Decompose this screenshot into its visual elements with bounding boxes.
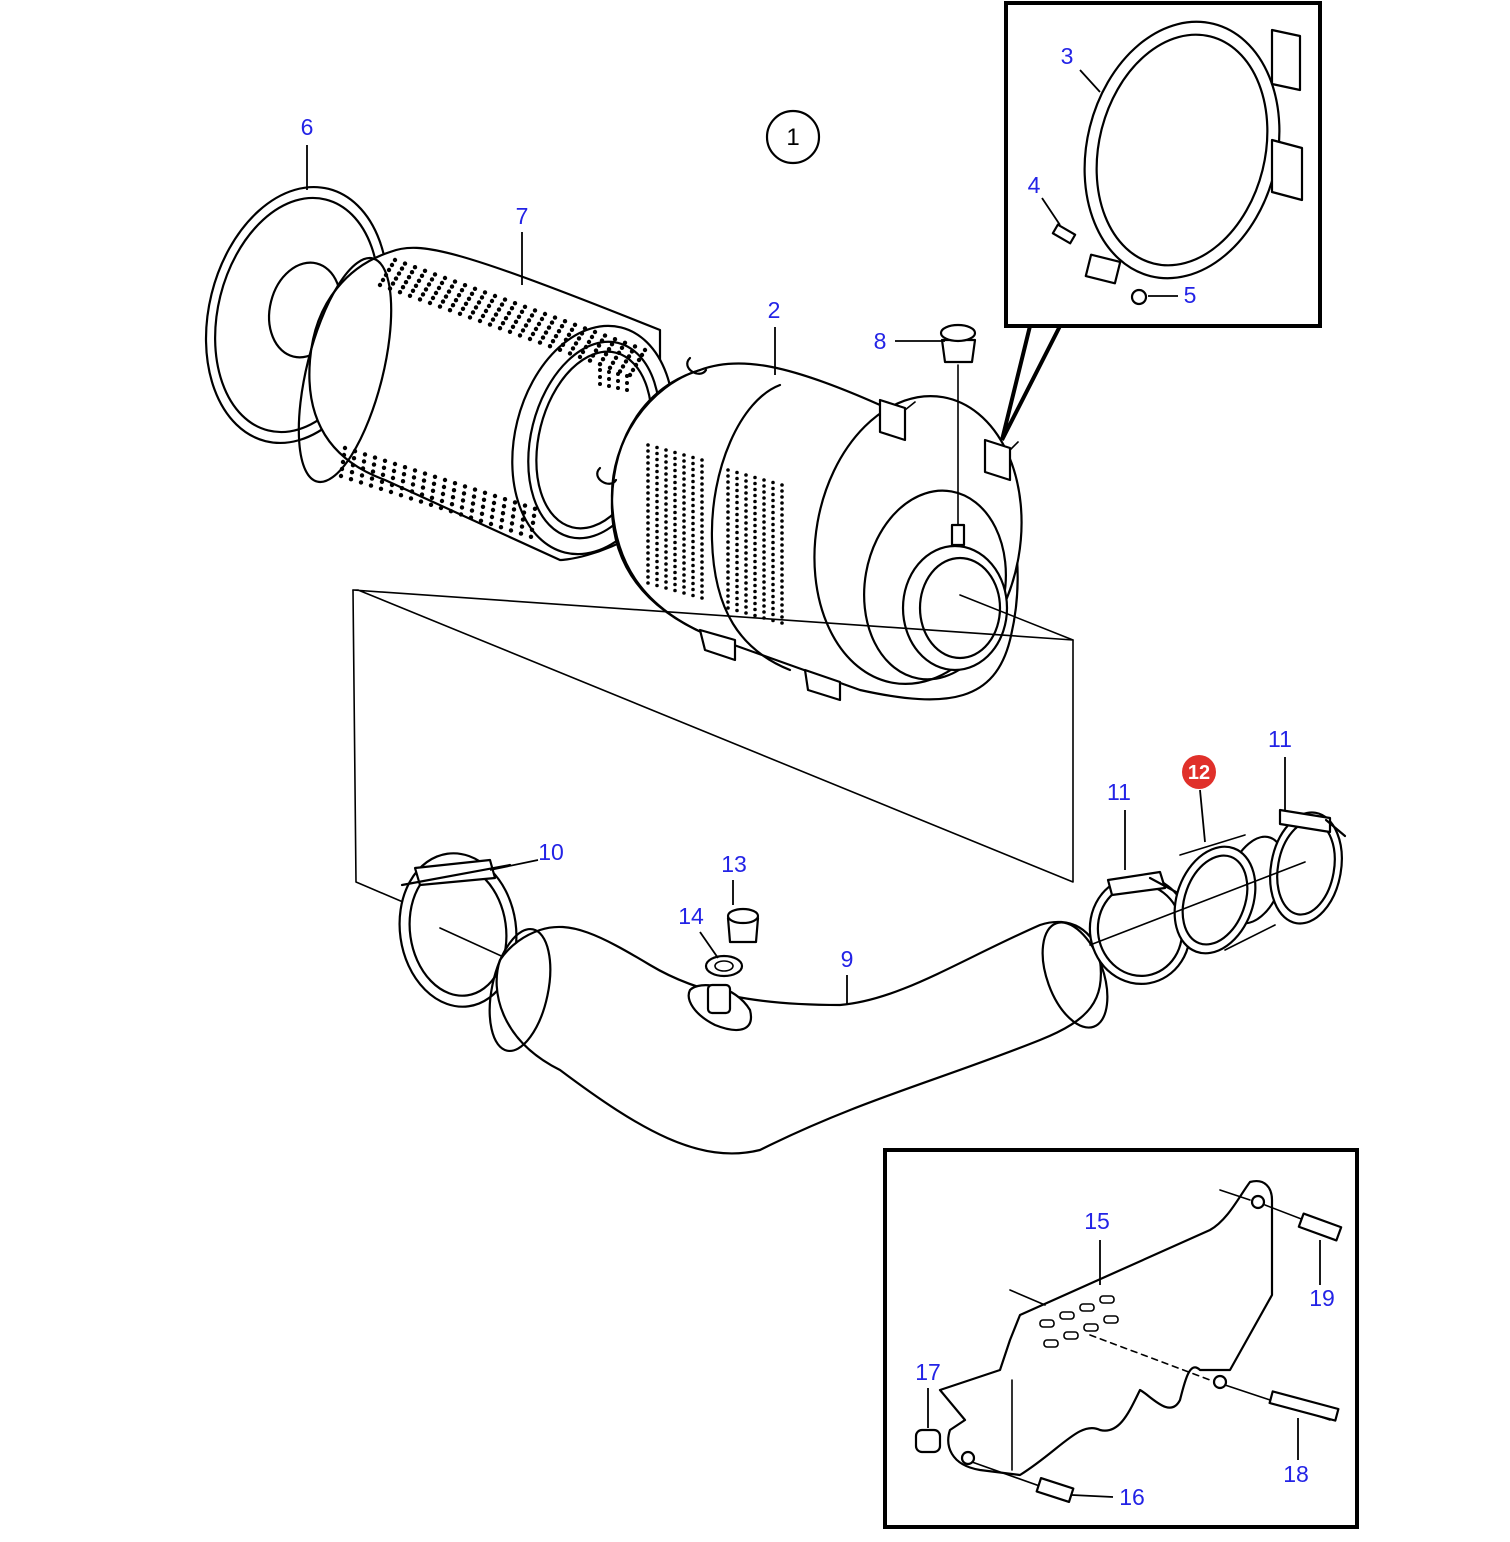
- part-11-clamp-right: [1269, 808, 1347, 925]
- part-14-clip: [704, 954, 744, 978]
- part-9-hose: [488, 920, 1109, 1155]
- axis-line: [1089, 861, 1306, 946]
- callout-5: 5: [1184, 282, 1197, 308]
- callout-15: 15: [1084, 1208, 1110, 1234]
- callout-numbers: 1 2 3 4 5 6 7 8 9 10 11 11 12 13 14 15 1…: [301, 43, 1335, 1510]
- callout-14: 14: [678, 903, 704, 929]
- assembly-ref-circle: [765, 109, 821, 165]
- callout-7: 7: [516, 203, 529, 229]
- callout-9: 9: [841, 946, 854, 972]
- callout-12: 12: [1188, 762, 1210, 784]
- filter-perforation: [338, 257, 648, 539]
- callout-10: 10: [538, 839, 564, 865]
- housing-perforation: [646, 443, 784, 625]
- callout-16: 16: [1119, 1484, 1145, 1510]
- part-13-cap: [726, 907, 760, 944]
- callout-12-highlight: [1182, 755, 1216, 789]
- callout-3: 3: [1061, 43, 1074, 69]
- assembly-ref-label: 1: [786, 124, 799, 151]
- callout-13: 13: [721, 851, 747, 877]
- part-11-clamp-left: [1088, 870, 1192, 985]
- explosion-guide-lines: [352, 589, 1074, 906]
- callout-4: 4: [1028, 172, 1041, 198]
- inset-bracket-detail: [883, 1148, 1359, 1529]
- part-10-clamp: [398, 852, 518, 1008]
- callout-11-right: 11: [1268, 726, 1292, 752]
- callout-18: 18: [1283, 1461, 1309, 1487]
- inset-clamp-detail: [1000, 1, 1322, 441]
- callout-11-left: 11: [1107, 779, 1131, 805]
- callout-6: 6: [301, 114, 314, 140]
- bracket-slots: [1039, 1295, 1119, 1348]
- callout-19: 19: [1309, 1285, 1335, 1311]
- callout-leaders: [306, 69, 1321, 1498]
- callout-8: 8: [874, 328, 887, 354]
- callout-17: 17: [915, 1359, 941, 1385]
- part-12-sealing-ring: [1173, 834, 1285, 955]
- part-8-plug: [939, 323, 977, 547]
- callout-2: 2: [768, 297, 781, 323]
- part-2-air-filter-housing: [596, 356, 1023, 702]
